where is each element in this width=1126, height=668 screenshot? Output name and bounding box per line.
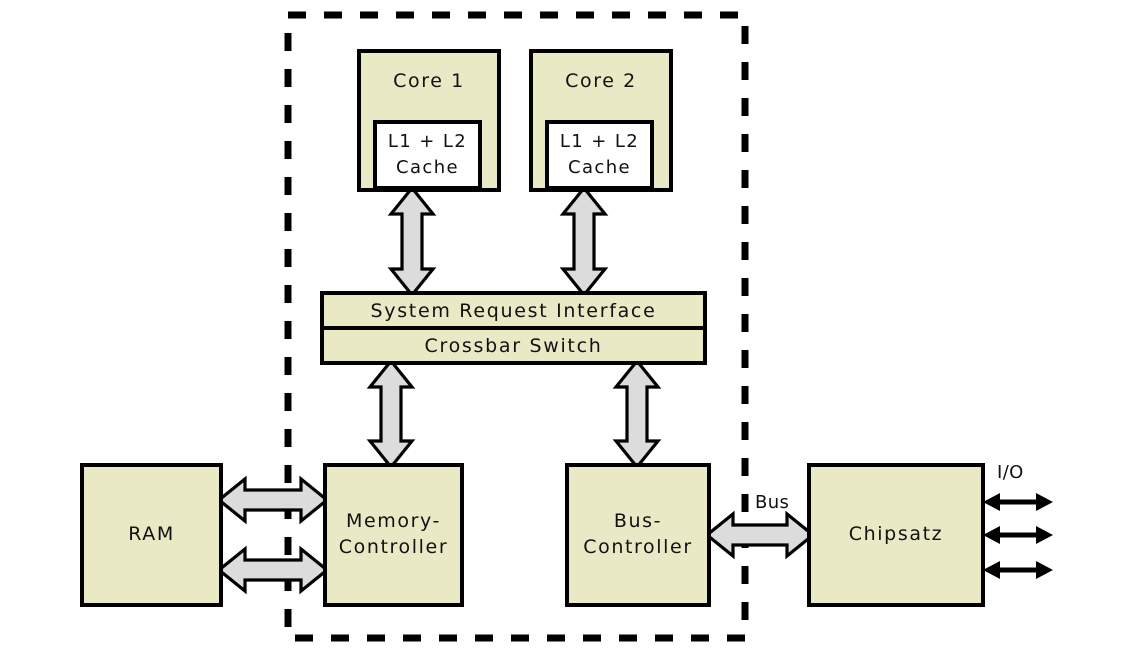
connector-bus-controller-to-chipsatz [704, 510, 816, 560]
io-arrow-group [983, 493, 1053, 579]
connector-ram-to-memory-controller-lower [216, 545, 330, 595]
block-core1-cache [373, 120, 482, 190]
block-core1-cache-label: L1 + L2 Cache [387, 130, 468, 178]
cpu-package-boundary [284, 11, 749, 642]
io-line-1-arrowhead-left [983, 493, 1000, 511]
block-chipsatz [807, 463, 985, 607]
block-memory-controller [323, 463, 464, 607]
block-crossbar-switch-label: Crossbar Switch [424, 334, 603, 357]
block-ram [80, 463, 223, 607]
block-crossbar-switch [320, 326, 707, 365]
block-system-request-interface [320, 291, 707, 330]
connector-crossbar-to-memory-controller [366, 358, 416, 470]
block-core2-cache [545, 120, 654, 190]
io-line-3-arrowhead-left [983, 561, 1000, 579]
io-line-1-arrowhead-right [1036, 493, 1053, 511]
connector-ram-to-memory-controller-upper [216, 475, 330, 525]
connector-core2-to-sri [559, 185, 609, 298]
block-system-request-interface-label: System Request Interface [370, 299, 657, 322]
connector-crossbar-to-bus-controller [612, 358, 662, 470]
bus-label: Bus [755, 492, 790, 513]
block-bus-controller [565, 463, 711, 607]
io-line-2-arrowhead-right [1036, 526, 1053, 544]
io-line-3-arrowhead-right [1036, 561, 1053, 579]
io-label: I/O [997, 462, 1024, 483]
io-line-2-arrowhead-left [983, 526, 1000, 544]
connector-core1-to-sri [387, 185, 437, 298]
block-core2-cache-label: L1 + L2 Cache [559, 130, 640, 178]
